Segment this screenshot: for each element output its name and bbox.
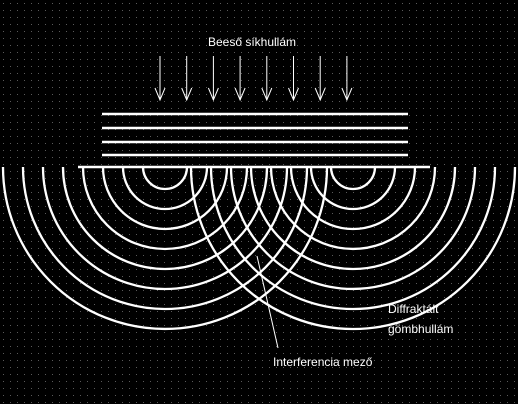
- left-source-wavefront-arc: [121, 166, 209, 211]
- right-source-wavefront-arc: [229, 166, 477, 291]
- down-arrow-icon: [341, 56, 353, 102]
- down-arrow-icon: [181, 56, 193, 102]
- diffracted-wave-label-line1: Diffraktált: [388, 302, 439, 316]
- down-arrow-icon: [154, 56, 166, 102]
- incident-wave-label: Beeső síkhullám: [208, 35, 296, 49]
- interference-field-label: Interferencia mező: [273, 355, 373, 369]
- left-source-wavefront-arc: [41, 166, 289, 291]
- left-source-wavefront-arc: [21, 166, 309, 311]
- left-source-wavefront-arc: [101, 166, 229, 231]
- right-source-wavefront-arc: [289, 166, 417, 231]
- right-source-wavefront-arc: [329, 166, 377, 191]
- diffracted-wave-label-line2: gömbhullám: [388, 322, 453, 336]
- down-arrow-icon: [288, 56, 299, 102]
- down-arrow-icon: [314, 56, 326, 102]
- left-source-wavefront-arc: [1, 166, 329, 331]
- left-source-wavefront-arc: [141, 166, 189, 191]
- right-source-wavefront-arc: [269, 166, 437, 251]
- right-source-wavefront-arc: [209, 166, 497, 311]
- interference-pointer: [256, 255, 279, 349]
- spherical-wavefronts: [1, 166, 517, 331]
- right-source-wavefront-arc: [249, 166, 457, 271]
- right-source-wavefront-arc: [189, 166, 517, 331]
- down-arrow-icon: [234, 56, 246, 102]
- plane-wavefronts: [102, 112, 408, 157]
- incident-arrows: [154, 56, 353, 102]
- right-source-wavefront-arc: [309, 166, 397, 211]
- left-source-wavefront-arc: [81, 166, 249, 251]
- left-source-wavefront-arc: [61, 166, 269, 271]
- down-arrow-icon: [207, 56, 219, 102]
- down-arrow-icon: [261, 56, 273, 102]
